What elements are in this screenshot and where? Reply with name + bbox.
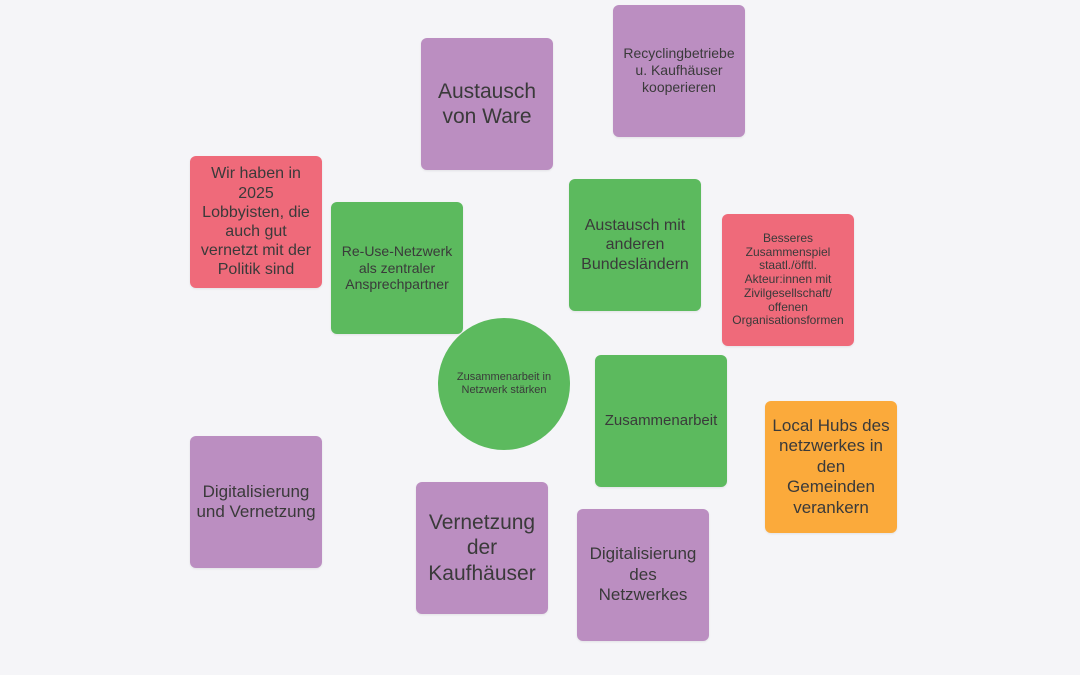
sticky-note-austausch-von-ware[interactable]: Austausch von Ware	[421, 38, 553, 170]
sticky-note-digitalisierung-netzwerkes[interactable]: Digitalisierung des Netzwerkes	[577, 509, 709, 641]
sticky-note-recycling-kooperieren[interactable]: Recyclingbetriebe u. Kaufhäuser kooperie…	[613, 5, 745, 137]
sticky-note-text: Besseres Zusammenspiel staatl./öfftl. Ak…	[732, 230, 844, 328]
sticky-note-zusammenspiel-akteure[interactable]: Besseres Zusammenspiel staatl./öfftl. Ak…	[722, 214, 854, 346]
sticky-note-text: Wir haben in 2025 Lobbyisten, die auch g…	[200, 165, 312, 279]
sticky-note-reuse-netzwerk[interactable]: Re-Use-Netzwerk als zentraler Ansprechpa…	[331, 202, 463, 334]
sticky-note-zusammenarbeit[interactable]: Zusammenarbeit	[595, 355, 727, 487]
sticky-note-text: Austausch von Ware	[437, 79, 537, 128]
sticky-note-text: Zusammenarbeit	[604, 412, 718, 429]
sticky-note-text: Re-Use-Netzwerk als zentraler Ansprechpa…	[341, 242, 453, 293]
sticky-note-lobbyisten[interactable]: Wir haben in 2025 Lobbyisten, die auch g…	[190, 156, 322, 288]
sticky-note-text: Local Hubs des netzwerkes in den Gemeind…	[772, 416, 890, 517]
sticky-note-text: Austausch mit anderen Bundesländern	[581, 217, 689, 273]
sticky-note-text: Recyclingbetriebe u. Kaufhäuser kooperie…	[623, 45, 735, 95]
central-topic-text: Zusammenarbeit in Netzwerk stärken	[456, 370, 552, 396]
sticky-note-text: Vernetzung der Kaufhäuser	[428, 511, 536, 585]
sticky-note-digitalisierung-vernetzung[interactable]: Digitalisierung und Vernetzung	[190, 436, 322, 568]
central-topic-circle[interactable]: Zusammenarbeit in Netzwerk stärken	[438, 318, 570, 450]
sticky-note-text: Digitalisierung und Vernetzung	[196, 481, 316, 521]
sticky-note-local-hubs[interactable]: Local Hubs des netzwerkes in den Gemeind…	[765, 401, 897, 533]
sticky-note-austausch-bundeslaender[interactable]: Austausch mit anderen Bundesländern	[569, 179, 701, 311]
sticky-note-text: Digitalisierung des Netzwerkes	[589, 544, 697, 605]
sticky-note-vernetzung-kaufhaeuser[interactable]: Vernetzung der Kaufhäuser	[416, 482, 548, 614]
